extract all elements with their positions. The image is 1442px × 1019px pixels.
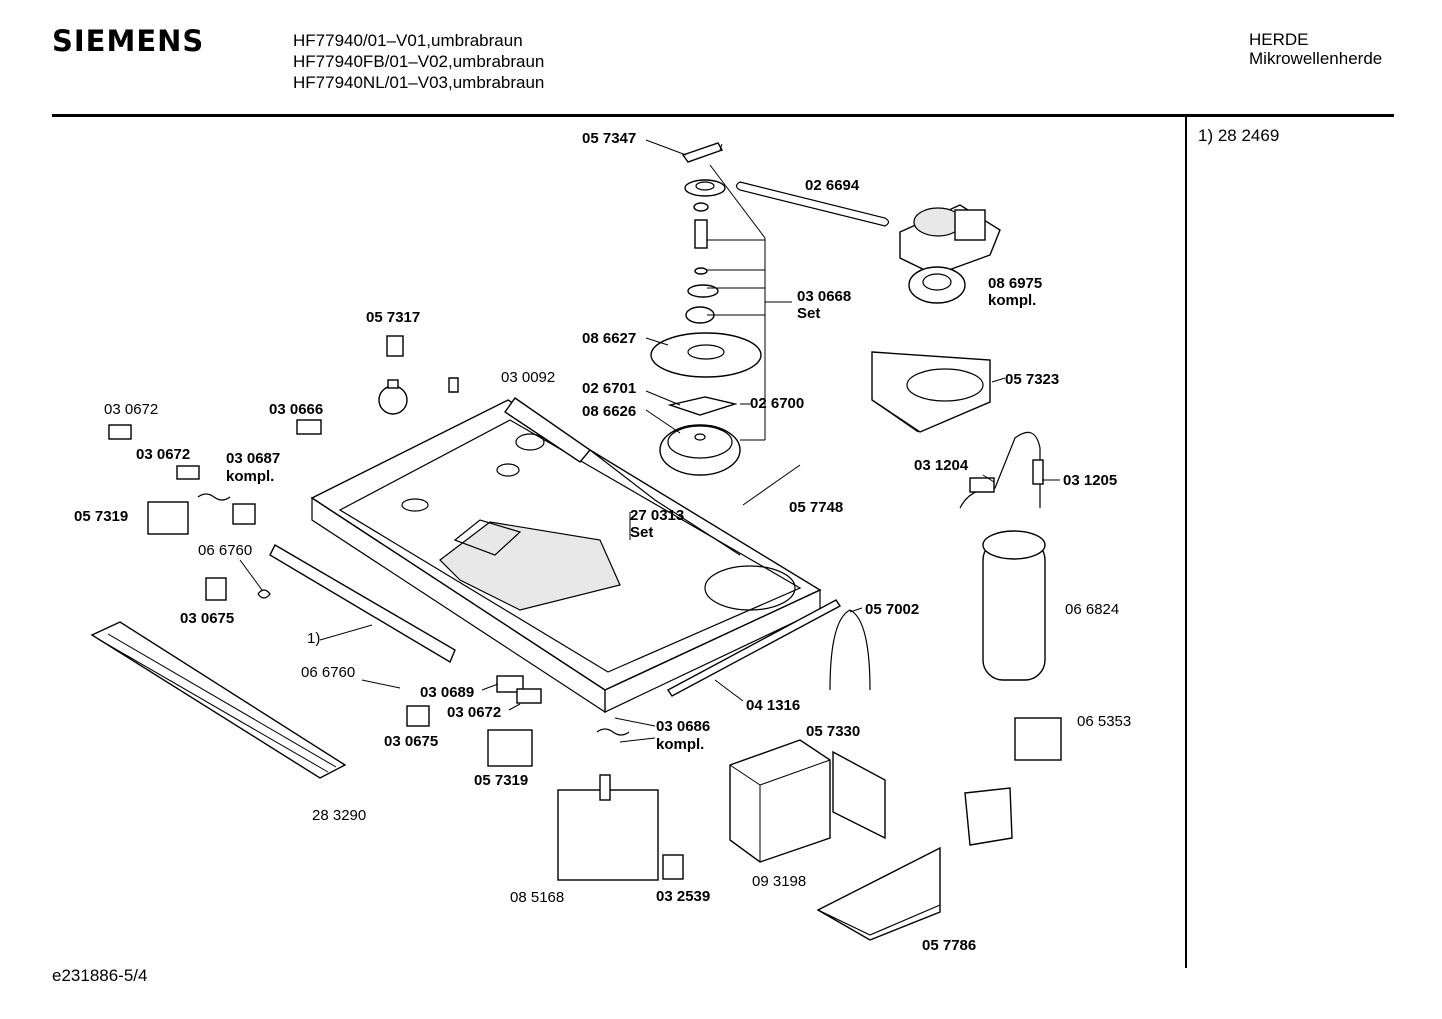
part-label: kompl. <box>226 468 274 485</box>
part-label: 05 7002 <box>865 601 919 618</box>
stirrer-stack <box>650 142 766 476</box>
model-line: HF77940FB/01–V02,umbrabraun <box>293 52 545 71</box>
category-line: HERDE <box>1249 30 1309 49</box>
part-label: 03 0686 <box>656 718 710 735</box>
switches-bottom <box>406 675 630 767</box>
rod <box>742 464 801 506</box>
category: HERDE Mikrowellenherde <box>1249 30 1382 68</box>
part-label: 05 7330 <box>806 723 860 740</box>
part-label: 03 0687 <box>226 450 280 467</box>
part-label: 03 0672 <box>104 401 158 418</box>
part-label: 03 1205 <box>1063 472 1117 489</box>
guide-rail <box>666 599 842 697</box>
part-label: 05 7319 <box>74 508 128 525</box>
part-label: 02 6700 <box>750 395 804 412</box>
document-id: e231886-5/4 <box>52 966 148 985</box>
part-label: 05 7748 <box>789 499 843 516</box>
part-label: 1) <box>307 630 320 647</box>
part-label: 08 6975 <box>988 275 1042 292</box>
part-label: 08 5168 <box>510 889 564 906</box>
model-line: HF77940/01–V01,umbrabraun <box>293 31 523 50</box>
cover-strip <box>269 544 456 664</box>
part-label: 09 3198 <box>752 873 806 890</box>
capacitor <box>982 530 1046 681</box>
header-rule <box>52 114 1394 117</box>
part-labels: 05 7347 02 6694 08 6975 kompl. 03 0668 S… <box>74 130 1131 954</box>
model-line: HF77940NL/01–V03,umbrabraun <box>293 73 545 92</box>
brand-logo: SIEMENS <box>52 24 205 58</box>
category-line: Mikrowellenherde <box>1249 49 1383 68</box>
part-label: 08 6626 <box>582 403 636 420</box>
insulation-sheet <box>832 750 886 840</box>
sidebar-divider <box>1185 116 1187 968</box>
fan-motor <box>899 204 1001 304</box>
part-label: 03 1204 <box>914 457 969 474</box>
model-list: HF77940/01–V01,umbrabraun HF77940FB/01–V… <box>293 30 544 93</box>
part-label: Set <box>630 524 653 541</box>
waveguide-seal <box>829 609 871 691</box>
part-label: 06 6824 <box>1065 601 1119 618</box>
part-label: 03 0666 <box>269 401 323 418</box>
lamp <box>378 335 408 415</box>
clip <box>448 377 459 393</box>
part-label: 05 7347 <box>582 130 636 147</box>
part-label: kompl. <box>656 736 704 753</box>
switches-left <box>108 419 322 601</box>
part-label: 03 0689 <box>420 684 474 701</box>
magnetron <box>557 774 684 881</box>
part-label: 06 6760 <box>301 664 355 681</box>
chassis-frame <box>310 397 822 714</box>
leader-lines <box>239 139 1060 743</box>
part-label: 03 0668 <box>797 288 851 305</box>
part-label: 28 3290 <box>312 807 366 824</box>
relay <box>1014 717 1062 761</box>
mounting-plate <box>816 846 941 941</box>
part-label: Set <box>797 305 820 322</box>
part-label: 05 7786 <box>922 937 976 954</box>
drive-belt <box>735 181 890 227</box>
part-label: 08 6627 <box>582 330 636 347</box>
part-label: 05 7319 <box>474 772 528 789</box>
part-label: 06 6760 <box>198 542 252 559</box>
fan-housing <box>871 351 991 433</box>
part-label: 02 6694 <box>805 177 860 194</box>
part-label: kompl. <box>988 292 1036 309</box>
sensor-cable <box>959 431 1044 509</box>
part-label: 03 0672 <box>447 704 501 721</box>
part-label: 03 0092 <box>501 369 555 386</box>
sidebar-note: 1) 28 2469 <box>1198 126 1280 145</box>
door-strip <box>90 621 347 779</box>
transformer <box>729 739 831 863</box>
part-label: 02 6701 <box>582 380 636 397</box>
part-label: 04 1316 <box>746 697 800 714</box>
part-label: 05 7323 <box>1005 371 1059 388</box>
part-label: 06 5353 <box>1077 713 1131 730</box>
part-label: 27 0313 <box>630 507 684 524</box>
bracket-right <box>964 787 1013 846</box>
part-label: 03 0675 <box>180 610 234 627</box>
part-label: 03 0672 <box>136 446 190 463</box>
part-label: 05 7317 <box>366 309 420 326</box>
part-label: 03 0675 <box>384 733 438 750</box>
part-label: 03 2539 <box>656 888 710 905</box>
